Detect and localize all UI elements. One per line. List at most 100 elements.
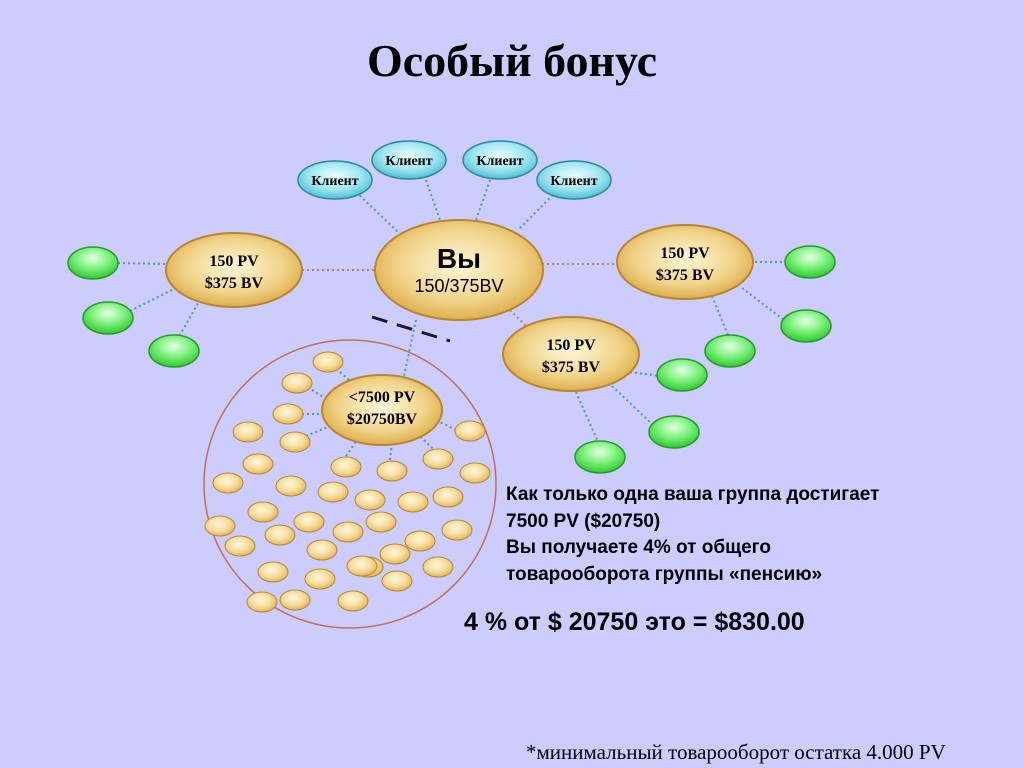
partner-nodes: 150 PV $375 BV 150 PV $375 BV 150 PV $37… [165,224,754,392]
connector-green-b1 [629,371,661,377]
connector-group-8 [439,421,457,431]
group-member-node [432,486,464,508]
description-line: товарооборота группы «пенсию» [506,563,823,585]
group-member-node [232,421,264,443]
client-label: Клиент [311,174,358,189]
connector-client-1 [355,191,399,233]
group-member-node [247,501,279,523]
group-member-node [365,511,397,533]
partner-pv: 150 PV [546,337,596,354]
group-member-node [354,489,386,511]
group-member-node [379,543,411,565]
group-member-node [346,555,378,577]
partner-pv: 150 PV [209,253,259,270]
group-member-node [404,530,436,552]
center-subtitle: 150/375BV [414,276,503,296]
green-node [648,415,700,449]
group-member-node [376,460,408,482]
client-node [297,160,373,200]
partner-bv: $375 BV [205,275,264,292]
client-label: Клиент [550,174,597,189]
bonus-calculation: 4 % от $ 20750 это = $830.00 [464,608,805,636]
group-member-node [317,481,349,503]
group-node: <7500 PV $20750BV [321,374,443,446]
group-member-node [279,589,311,611]
group-member-node [454,420,486,442]
group-member-node [281,372,313,394]
connector-center-group [401,319,417,386]
group-bv: $20750BV [347,411,418,428]
group-member-node [441,519,473,541]
center-node: Вы 150/375BV [374,219,544,321]
green-node [704,334,756,368]
connector-group-4 [305,425,331,437]
group-member-node [279,431,311,453]
group-member-node [422,448,454,470]
group-member-node [246,591,278,613]
green-node [784,245,836,279]
group-member-node [459,462,491,484]
center-node-shape [374,219,544,321]
green-node [656,358,708,392]
connector-green-b3 [575,391,599,443]
green-node [67,246,119,280]
group-member-node [332,521,364,543]
description-text: Как только одна ваша группа достигает 75… [506,482,906,588]
group-members [204,351,491,613]
description-line: Вы получаете 4% от общего [506,537,771,558]
connector-client-4 [517,194,554,231]
partner-node-lower [502,316,640,392]
group-member-node [304,568,336,590]
group-member-node [312,351,344,373]
client-label: Клиент [476,154,523,169]
connector-green-b2 [611,385,653,425]
connector-client-2 [425,179,441,221]
connector-green-r3 [711,295,731,341]
group-member-node [257,561,289,583]
green-node [148,334,200,368]
group-member-node [212,472,244,494]
description-line: 7500 PV ($20750) [506,510,661,532]
group-member-node [204,515,236,537]
partner-links [302,263,616,331]
group-member-node [381,570,413,592]
client-node [536,160,612,200]
partner-node-right [616,224,754,300]
client-node [462,140,538,180]
connector-group-7 [419,435,437,453]
cut-dash-line [371,315,451,343]
client-node [371,140,447,180]
group-member-node [242,453,274,475]
group-member-node [330,456,362,478]
group-pv: <7500 PV [349,389,416,406]
group-circle [203,339,497,629]
partner-pv: 150 PV [660,245,710,262]
partner-bv: $375 BV [542,359,601,376]
group-member-node [337,590,369,612]
footnote: *минимальный товарооборот остатка 4.000 … [526,740,946,764]
connector-green-l1 [117,262,167,265]
description-line: Как только одна ваша группа достигает [506,484,880,505]
client-label: Клиент [385,154,432,169]
group-member-node [264,524,296,546]
client-nodes: Клиент Клиент Клиент Клиент [297,140,612,200]
group-member-node [306,539,338,561]
green-node [82,301,134,335]
center-title: Вы [437,243,481,274]
connector-green-l3 [176,299,201,341]
group-member-node [272,403,304,425]
group-member-node [224,535,256,557]
slide-title: Особый бонус [366,35,657,86]
group-node-shape [321,374,443,446]
green-nodes [67,245,836,474]
connector-green-l2 [129,287,177,312]
group-member-node [293,511,325,533]
group-member-node [422,556,454,578]
group-member-node [397,491,429,513]
connector-green-r2 [741,287,785,321]
green-node [780,309,832,343]
partner-bv: $375 BV [656,267,715,284]
green-node [574,440,626,474]
connector-client-3 [475,179,491,221]
